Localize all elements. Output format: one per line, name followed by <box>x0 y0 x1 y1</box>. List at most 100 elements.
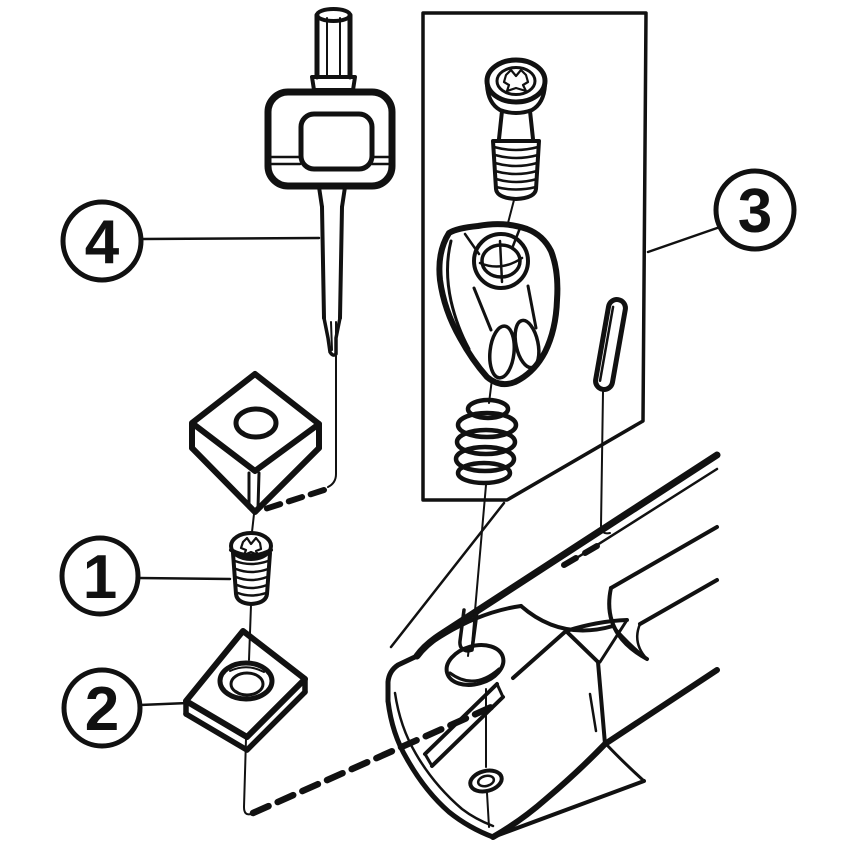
key-leader-dashes <box>259 487 327 513</box>
clamp-screw-threads <box>491 139 541 201</box>
clamp-boss <box>472 232 530 290</box>
pocket-wall-ridge-c <box>598 618 629 664</box>
clamp-top-facets <box>463 226 522 256</box>
clamp-left-contour <box>446 239 471 351</box>
pocket-wall-corner <box>564 629 600 664</box>
tool-holder <box>385 451 721 840</box>
pocket-wall-chamfer <box>588 692 598 733</box>
bar-far-edge-line <box>389 501 506 649</box>
key-shaft <box>320 205 344 320</box>
key-tip-flutes <box>330 321 337 353</box>
through-hole-outer <box>468 768 504 794</box>
spring-coil <box>455 460 513 486</box>
callout-1-circle <box>59 535 141 617</box>
holder-bottom-connector <box>604 742 646 783</box>
callout-2-label: 2 <box>85 675 119 744</box>
insert-screw <box>229 531 273 661</box>
screw-head <box>229 531 273 561</box>
callout-4: 4 <box>60 199 321 283</box>
clamp-finger-left <box>488 324 516 380</box>
seat-rail-cap-left <box>423 752 434 768</box>
hole-thread-stub <box>467 646 470 657</box>
holder-left-inner-chamfer <box>393 691 495 828</box>
pin-highlight-line <box>598 305 615 382</box>
clamp-screw-leader <box>507 199 515 224</box>
key-shank-top <box>315 7 352 23</box>
clamp-kit-box <box>389 11 648 649</box>
callout-3-circle <box>713 168 797 252</box>
insert-upper <box>189 371 322 533</box>
key-shank-sides <box>314 12 353 80</box>
insert-lower-hole-outer <box>217 660 275 702</box>
insert-lower-top-face <box>183 628 308 740</box>
callout-1-label: 1 <box>83 543 117 612</box>
insert-upper-top-face <box>189 371 322 474</box>
through-hole-inner <box>476 774 496 788</box>
insert-to-pocket-dashes <box>249 701 500 817</box>
clamp-screw-hole-inner <box>448 667 501 683</box>
callout-3: 3 <box>646 168 797 254</box>
insert-upper-corner-facet <box>247 471 261 510</box>
holder-bottom-near-edge <box>491 779 646 839</box>
clamp-screw-torx <box>502 68 530 93</box>
clamp-radial-lines <box>472 284 538 332</box>
callout-2-circle <box>61 667 143 749</box>
callout-4-leader <box>140 236 321 241</box>
pocket-wall-ridge-a <box>511 629 568 680</box>
callout-4-circle <box>60 199 144 283</box>
callout-2-leader <box>138 701 190 707</box>
insert-upper-side-edges <box>189 421 322 451</box>
holder-left-bottom-outline <box>385 698 496 840</box>
holder-bottom-edge <box>490 667 720 840</box>
holder-inner-ledge <box>638 578 719 626</box>
key-body-grip-lines <box>268 155 392 166</box>
torque-key <box>259 7 396 513</box>
holder-left-edge <box>385 653 420 704</box>
insert-upper-hole <box>233 406 279 440</box>
seat-rail-cap-right <box>495 682 505 699</box>
insert-lower-countersink <box>229 666 265 696</box>
callout-1-leader <box>136 576 232 581</box>
pocket-rim-curve-right <box>519 604 615 633</box>
clamp-hole-cross <box>478 239 524 284</box>
callout-3-label: 3 <box>738 177 772 246</box>
spring-coil <box>465 397 511 421</box>
insert-lower <box>183 628 500 817</box>
kit-box-outline <box>421 11 648 502</box>
screw-torx-socket <box>239 536 263 557</box>
clamp <box>436 221 561 404</box>
callout-3-leader <box>646 225 722 254</box>
pocket-wall-front-edge <box>596 660 607 746</box>
callout-4-label: 4 <box>85 208 120 277</box>
callout-2: 2 <box>61 667 190 749</box>
dowel-pin <box>593 297 628 535</box>
spring-coil <box>453 444 517 474</box>
insert-upper-axis-line <box>251 513 255 533</box>
hole-axis-line-lower <box>486 792 490 828</box>
hidden-hole-dashes <box>561 543 600 568</box>
key-neck <box>317 185 347 209</box>
clamp-screw-head-ring <box>495 66 537 96</box>
pin-leader-line <box>600 391 611 535</box>
spring-leader-line <box>471 484 487 646</box>
insert-lower-bottom-edges <box>183 689 308 753</box>
key-body <box>264 88 396 190</box>
clamp-screw <box>484 57 548 224</box>
holder-side-line <box>609 525 719 590</box>
screw-thread-body <box>231 551 272 606</box>
key-torx-tip <box>322 316 342 357</box>
clamp-spring <box>453 397 519 646</box>
key-shank-facets <box>326 17 341 76</box>
insert-lower-axis-line <box>243 738 252 816</box>
key-leader-line <box>327 355 337 488</box>
pin-body <box>593 297 628 392</box>
spring-coil <box>454 427 518 457</box>
screw-axis-line <box>248 604 252 661</box>
clamp-screw-head <box>484 57 548 105</box>
key-collar <box>310 75 357 92</box>
clamp-screw-thread-ridges <box>492 145 540 191</box>
pocket-wall-ridge-b <box>564 618 629 633</box>
clamp-finger-right <box>513 318 541 370</box>
